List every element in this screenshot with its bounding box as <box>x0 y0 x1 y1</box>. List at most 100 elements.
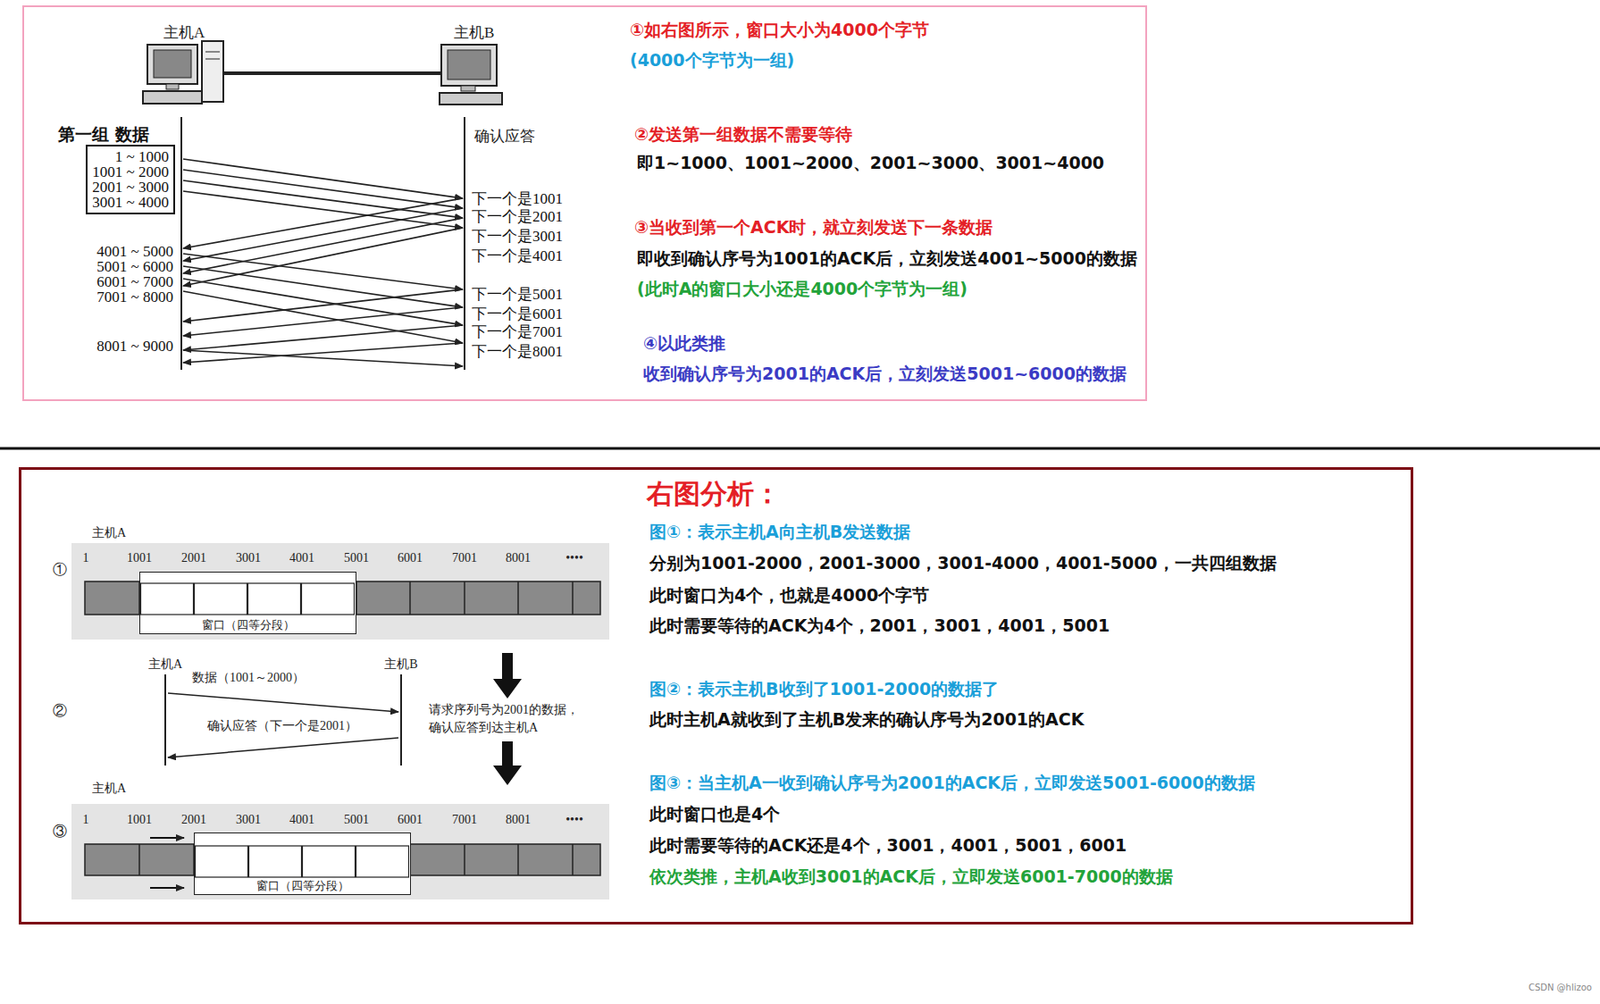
range-label: 5001 ~ 6000 <box>96 259 174 275</box>
host-label: 主机A <box>148 656 183 673</box>
range-text: 2001 ~ 3000 <box>92 179 169 195</box>
analysis-text: 图③：当主机A一收到确认序号为2001的ACK后，立即发送5001-6000的数… <box>649 771 1256 796</box>
strip-divider <box>138 844 141 876</box>
analysis-text: 此时主机A就收到了主机B发来的确认序号为2001的ACK <box>649 708 1084 732</box>
strip-divider <box>517 844 520 876</box>
sequence-number: •••• <box>565 551 584 566</box>
note-label: 请求序列号为2001的数据， <box>428 702 579 719</box>
sequence-number: 4001 <box>289 812 315 828</box>
sequence-number: 7001 <box>452 551 478 566</box>
range-label: 7001 ~ 8000 <box>96 289 174 305</box>
range-label: 8001 ~ 9000 <box>96 338 174 354</box>
window-box: 窗口（四等分段） <box>139 571 357 635</box>
sequence-number: 5001 <box>343 551 369 566</box>
window-box: 窗口（四等分段） <box>193 832 411 896</box>
bottom-panel: 右图分析： 图①：表示主机A向主机B发送数据分别为1001-2000，2001-3… <box>18 467 1414 925</box>
window-cell <box>249 846 302 878</box>
note-text: 即收到确认序号为1001的ACK后，立刻发送4001~5000的数据 <box>636 247 1138 271</box>
callout-number: ③ <box>52 822 68 842</box>
analysis-text: 右图分析： <box>646 476 781 513</box>
host-b-computer <box>439 44 503 105</box>
host-label: 主机A <box>163 22 205 43</box>
note-text: ③当收到第一个ACK时，就立刻发送下一条数据 <box>634 216 993 240</box>
window-cells <box>194 845 410 881</box>
data-arrow <box>183 266 463 308</box>
ack-arrow <box>183 227 463 286</box>
timeline-a <box>180 117 183 370</box>
shift-arrow <box>150 887 185 889</box>
sequence-number: 2001 <box>181 551 207 566</box>
data-arrow <box>183 180 463 218</box>
top-panel: ①如右图所示，窗口大小为4000个字节(4000个字节为一组)②发送第一组数据不… <box>22 5 1148 402</box>
ack-label: 下一个是7001 <box>471 324 563 340</box>
window-cells <box>140 582 355 619</box>
data-arrow <box>183 159 463 199</box>
note-text: (4000个字节为一组) <box>629 49 795 73</box>
sequence-number: 2001 <box>181 812 207 828</box>
ack-arrow <box>183 208 463 261</box>
window-cell <box>248 583 302 615</box>
cable <box>223 71 442 76</box>
data-arrow <box>183 350 463 367</box>
sequence-number: 8001 <box>505 812 531 828</box>
range-label: 4001 ~ 5000 <box>96 243 174 260</box>
ack-arrow <box>183 198 463 249</box>
note-text: ④以此类推 <box>643 332 726 356</box>
window-label: 窗口（四等分段） <box>194 878 411 895</box>
strip-divider <box>409 581 411 615</box>
callout-number: ② <box>52 702 68 721</box>
sequence-number: 3001 <box>235 551 261 566</box>
strip-divider <box>517 581 520 615</box>
note-text: 即1~1000、1001~2000、2001~3000、3001~4000 <box>636 151 1105 176</box>
strip-divider <box>571 844 574 876</box>
timeline-b <box>400 674 403 766</box>
analysis-text: 此时需要等待的ACK还是4个，3001，4001，5001，6001 <box>649 834 1127 858</box>
window-cell <box>301 583 355 615</box>
window-cell <box>302 846 356 878</box>
host-a-computer <box>142 41 224 104</box>
sequence-number: 7001 <box>452 812 478 828</box>
ack-label: 下一个是8001 <box>471 343 563 360</box>
analysis-text: 此时窗口为4个，也就是4000个字节 <box>649 584 930 608</box>
window-cell <box>195 846 249 878</box>
ack-label: 下一个是4001 <box>471 248 563 264</box>
note-text: 收到确认序号为2001的ACK后，立刻发送5001~6000的数据 <box>643 362 1127 386</box>
first-group-box: 1 ~ 10001001 ~ 20002001 ~ 30003001 ~ 400… <box>85 144 176 215</box>
sequence-number: 1001 <box>126 551 152 566</box>
callout-number: ① <box>52 561 68 580</box>
strip-divider <box>463 844 466 876</box>
arrow-label: 确认应答（下一个是2001） <box>207 718 358 735</box>
analysis-text: 此时窗口也是4个 <box>649 803 780 827</box>
ack-arrow <box>183 217 463 274</box>
sequence-number: 5001 <box>343 812 369 828</box>
ack-label: 下一个是6001 <box>471 306 563 322</box>
window-cell <box>141 583 194 615</box>
sequence-number: 1 <box>83 812 90 828</box>
down-arrow <box>493 653 522 699</box>
figure-background <box>71 543 610 640</box>
shift-arrow <box>150 837 185 839</box>
ack-label: 下一个是2001 <box>471 209 563 225</box>
analysis-text: 分别为1001-2000，2001-3000，3001-4000，4001-50… <box>649 552 1277 576</box>
byte-strip <box>84 581 601 615</box>
group-label: 第一组 <box>58 123 109 147</box>
note-label: 确认应答到达主机A <box>428 720 538 737</box>
sequence-number: 4001 <box>289 551 315 566</box>
timeline-a <box>164 674 167 766</box>
sequence-number: 1 <box>83 551 90 566</box>
analysis-text: 图②：表示主机B收到了1001-2000的数据了 <box>649 678 999 702</box>
data-arrow <box>167 693 399 713</box>
range-label: 6001 ~ 7000 <box>96 274 174 290</box>
sequence-number: •••• <box>565 812 584 828</box>
analysis-text: 此时需要等待的ACK为4个，2001，3001，4001，5001 <box>649 614 1110 638</box>
ack-label: 下一个是1001 <box>471 191 563 207</box>
ack-arrow <box>183 289 463 322</box>
down-arrow <box>493 741 522 786</box>
ack-arrow <box>167 737 399 758</box>
data-arrow <box>183 169 463 209</box>
range-text: 3001 ~ 4000 <box>92 194 169 210</box>
analysis-text: 图①：表示主机A向主机B发送数据 <box>649 520 911 545</box>
ack-label: 下一个是5001 <box>471 286 563 302</box>
ack-arrow <box>183 307 463 336</box>
